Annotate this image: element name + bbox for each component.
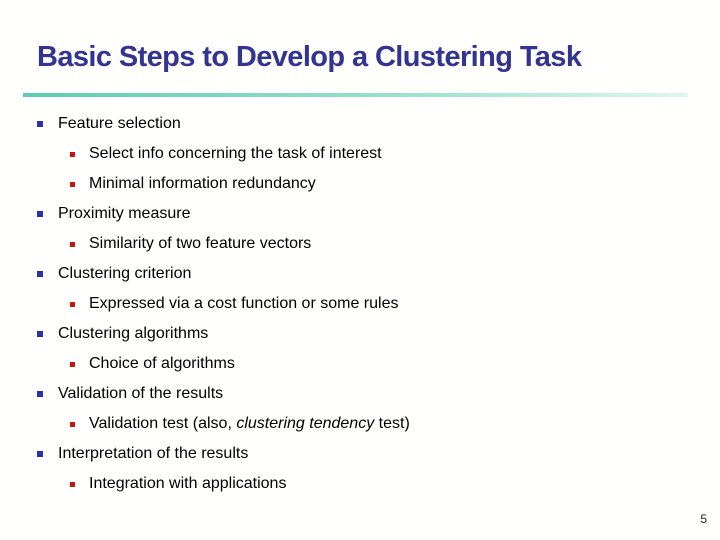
bullet-text: Expressed via a cost function or some ru… <box>89 289 398 319</box>
bullet-item-level2: Integration with applications <box>0 469 720 499</box>
bullet-text-segment: Similarity of two feature vectors <box>89 235 312 252</box>
bullet-text-segment: Expressed via a cost function or some ru… <box>89 295 399 312</box>
square-bullet-blue-icon <box>37 331 43 337</box>
square-bullet-blue-icon <box>37 271 43 277</box>
bullet-text-segment: Choice of algorithms <box>89 355 235 372</box>
bullet-text-segment: Minimal information redundancy <box>89 175 316 192</box>
bullet-text: Clustering criterion <box>58 259 191 289</box>
bullet-text: Choice of algorithms <box>89 349 235 379</box>
bullet-text-segment: Feature selection <box>58 115 181 132</box>
bullet-text-segment: Integration with applications <box>89 475 287 492</box>
bullet-text-segment: Validation test (also, <box>89 415 237 432</box>
bullet-text: Clustering algorithms <box>58 319 208 349</box>
slide-title: Basic Steps to Develop a Clustering Task <box>37 41 582 73</box>
square-bullet-blue-icon <box>37 121 43 127</box>
bullet-text: Validation of the results <box>58 379 223 409</box>
bullet-text-segment: test) <box>374 415 410 432</box>
title-divider <box>23 93 688 97</box>
bullet-item-level1: Feature selection <box>0 109 720 139</box>
bullet-text: Interpretation of the results <box>58 439 248 469</box>
bullet-item-level2: Expressed via a cost function or some ru… <box>0 289 720 319</box>
bullet-item-level1: Validation of the results <box>0 379 720 409</box>
bullet-item-level1: Clustering algorithms <box>0 319 720 349</box>
bullet-text: Select info concerning the task of inter… <box>89 139 382 169</box>
bullet-text-segment: Proximity measure <box>58 205 191 222</box>
bullet-item-level2: Minimal information redundancy <box>0 169 720 199</box>
bullet-item-level2: Select info concerning the task of inter… <box>0 139 720 169</box>
square-bullet-red-icon <box>70 362 75 367</box>
bullet-item-level1: Interpretation of the results <box>0 439 720 469</box>
square-bullet-red-icon <box>70 482 75 487</box>
square-bullet-blue-icon <box>37 391 43 397</box>
bullet-text: Validation test (also, clustering tenden… <box>89 409 410 439</box>
bullet-text-segment: Validation of the results <box>58 385 224 402</box>
bullet-text-segment: Clustering criterion <box>58 265 192 282</box>
square-bullet-red-icon <box>70 302 75 307</box>
square-bullet-red-icon <box>70 242 75 247</box>
bullet-item-level2: Choice of algorithms <box>0 349 720 379</box>
bullet-text: Feature selection <box>58 109 181 139</box>
bullet-text: Integration with applications <box>89 469 286 499</box>
square-bullet-blue-icon <box>37 211 43 217</box>
bullet-text-italic-segment: clustering tendency <box>236 415 375 432</box>
square-bullet-blue-icon <box>37 451 43 457</box>
square-bullet-red-icon <box>70 152 75 157</box>
bullet-item-level2: Similarity of two feature vectors <box>0 229 720 259</box>
bullet-text: Proximity measure <box>58 199 190 229</box>
bullet-item-level1: Proximity measure <box>0 199 720 229</box>
bullet-text-segment: Clustering algorithms <box>58 325 209 342</box>
page-number: 5 <box>700 512 707 526</box>
bullet-text: Similarity of two feature vectors <box>89 229 311 259</box>
bullet-item-level2: Validation test (also, clustering tenden… <box>0 409 720 439</box>
bullet-text: Minimal information redundancy <box>89 169 316 199</box>
bullet-text-segment: Interpretation of the results <box>58 445 249 462</box>
square-bullet-red-icon <box>70 182 75 187</box>
square-bullet-red-icon <box>70 422 75 427</box>
bullet-text-segment: Select info concerning the task of inter… <box>89 145 382 162</box>
bullet-item-level1: Clustering criterion <box>0 259 720 289</box>
